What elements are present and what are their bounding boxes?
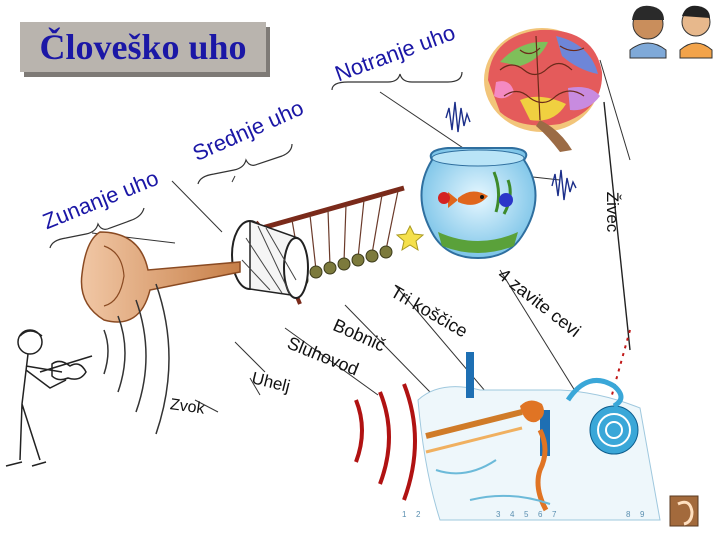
listening-people-icon — [630, 6, 712, 58]
fishbowl-illustration — [397, 148, 536, 258]
scale-number: 5 — [524, 510, 528, 519]
title-box: Človeško uho — [20, 22, 266, 72]
label-zivec: Živec — [602, 182, 622, 242]
scale-number: 1 — [402, 510, 406, 519]
scale-number: 2 — [416, 510, 420, 519]
violinist-illustration — [6, 330, 92, 466]
red-sound-waves — [356, 384, 415, 500]
brain-illustration — [484, 28, 602, 152]
ear-cross-section — [418, 352, 660, 520]
scale-number: 9 — [640, 510, 644, 519]
horn-illustration — [81, 232, 240, 322]
scale-number: 8 — [626, 510, 630, 519]
scale-number: 4 — [510, 510, 514, 519]
drum-illustration — [232, 221, 308, 298]
page-title: Človeško uho — [20, 22, 266, 72]
scale-number: 3 — [496, 510, 500, 519]
scale-number: 7 — [552, 510, 556, 519]
ear-thumbnail-icon — [670, 496, 698, 526]
scale-number: 6 — [538, 510, 542, 519]
